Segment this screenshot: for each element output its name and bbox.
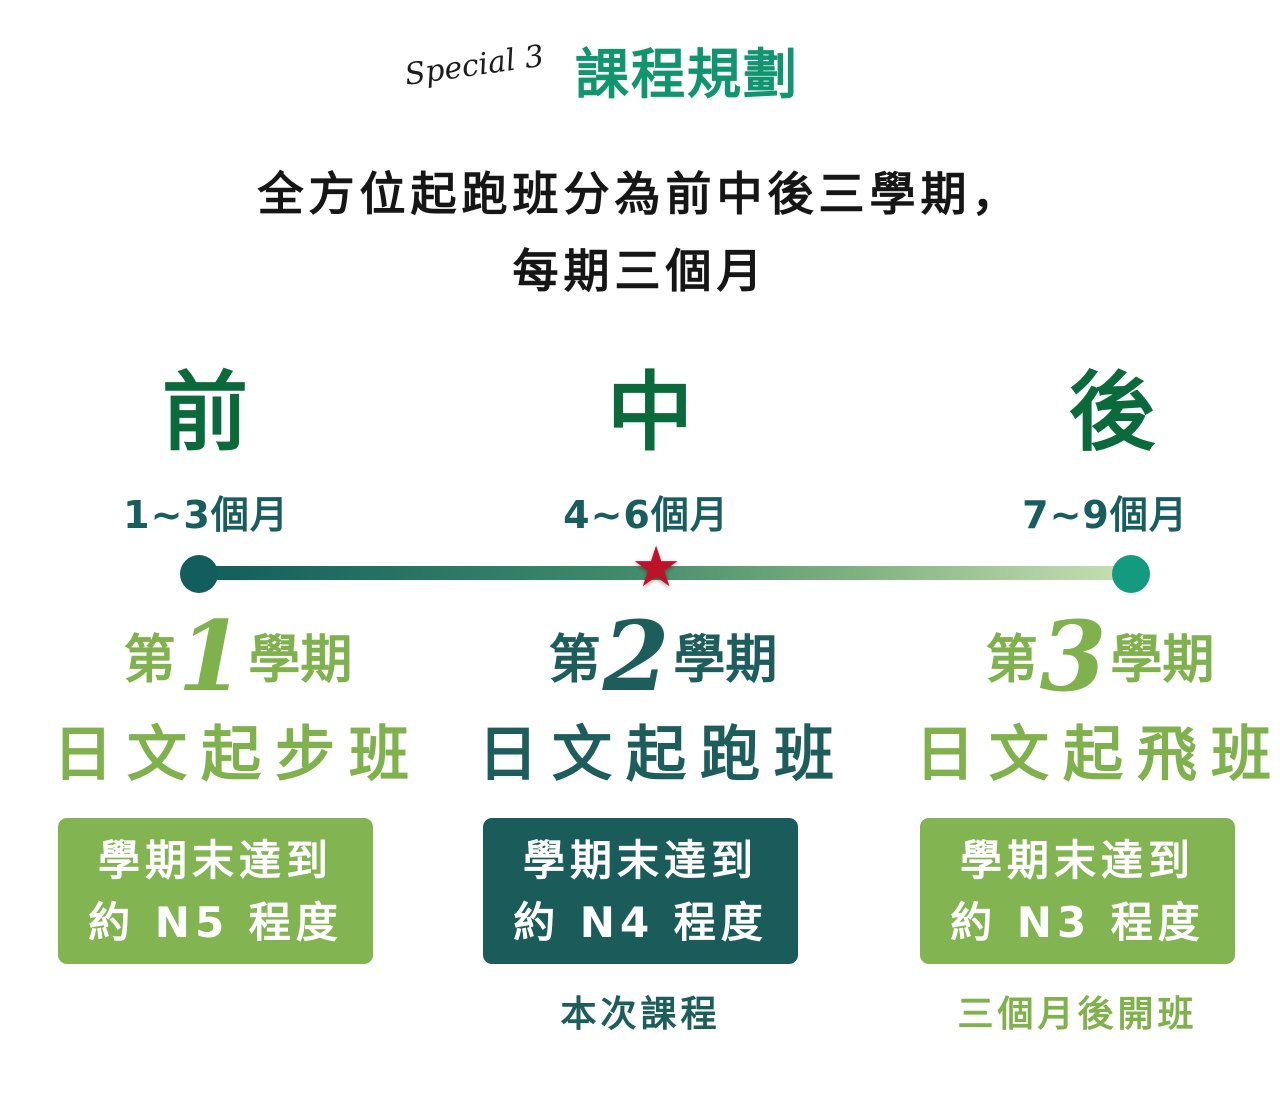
goal-box: 學期末達到 約 N4 程度 [483, 818, 798, 964]
goal-line1: 學期末達到 [959, 836, 1195, 885]
timeline-end-dot [1112, 555, 1150, 593]
semester-number: 2 [602, 599, 670, 713]
course-note: 三個月後開班 [957, 994, 1198, 1035]
course-column-1: 第1學期 日文起步班 學期末達到 約 N5 程度 [48, 606, 428, 964]
semester-number: 1 [177, 599, 245, 713]
goal-box: 學期末達到 約 N3 程度 [920, 818, 1235, 964]
semester-prefix: 第 [123, 629, 176, 691]
months-range-middle: 4~6個月 [563, 493, 729, 537]
headline-line2: 每期三個月 [512, 244, 768, 298]
phase-label-late: 後 [1069, 362, 1155, 463]
phase-label-early: 前 [162, 362, 248, 463]
timeline-bar [200, 566, 1130, 580]
section-title: 課程規劃 [575, 42, 799, 106]
timeline: ★ [180, 538, 1150, 600]
semester-heading: 第2學期 [473, 606, 853, 710]
semester-prefix: 第 [985, 629, 1038, 691]
course-column-3: 第3學期 日文起飛班 學期末達到 約 N3 程度 三個月後開班 [910, 606, 1280, 1035]
phase-label-middle: 中 [607, 362, 693, 463]
class-name: 日文起步班 [53, 720, 423, 790]
semester-suffix: 學期 [1110, 629, 1215, 691]
goal-line1: 學期末達到 [522, 836, 758, 885]
course-column-2: 第2學期 日文起跑班 學期末達到 約 N4 程度 本次課程 [473, 606, 853, 1035]
goal-line2: 約 N4 程度 [513, 898, 768, 947]
semester-heading: 第3學期 [910, 606, 1280, 710]
goal-box: 學期末達到 約 N5 程度 [58, 818, 373, 964]
semester-suffix: 學期 [248, 629, 353, 691]
semester-prefix: 第 [548, 629, 601, 691]
course-note: 本次課程 [560, 994, 721, 1035]
goal-line1: 學期末達到 [97, 836, 333, 885]
special-tag: Special 3 [402, 38, 547, 93]
class-name: 日文起跑班 [478, 720, 848, 790]
class-name: 日文起飛班 [915, 720, 1280, 790]
semester-number: 3 [1039, 599, 1107, 713]
goal-line2: 約 N3 程度 [950, 898, 1205, 947]
headline-line1: 全方位起跑班分為前中後三學期， [257, 167, 1023, 221]
months-range-early: 1~3個月 [123, 493, 289, 537]
star-icon: ★ [631, 535, 682, 600]
semester-heading: 第1學期 [48, 606, 428, 710]
timeline-start-dot [180, 555, 218, 593]
section-header: Special 3 課程規劃 [0, 28, 1280, 106]
semester-suffix: 學期 [673, 629, 778, 691]
months-range-late: 7~9個月 [1022, 493, 1188, 537]
goal-line2: 約 N5 程度 [88, 898, 343, 947]
